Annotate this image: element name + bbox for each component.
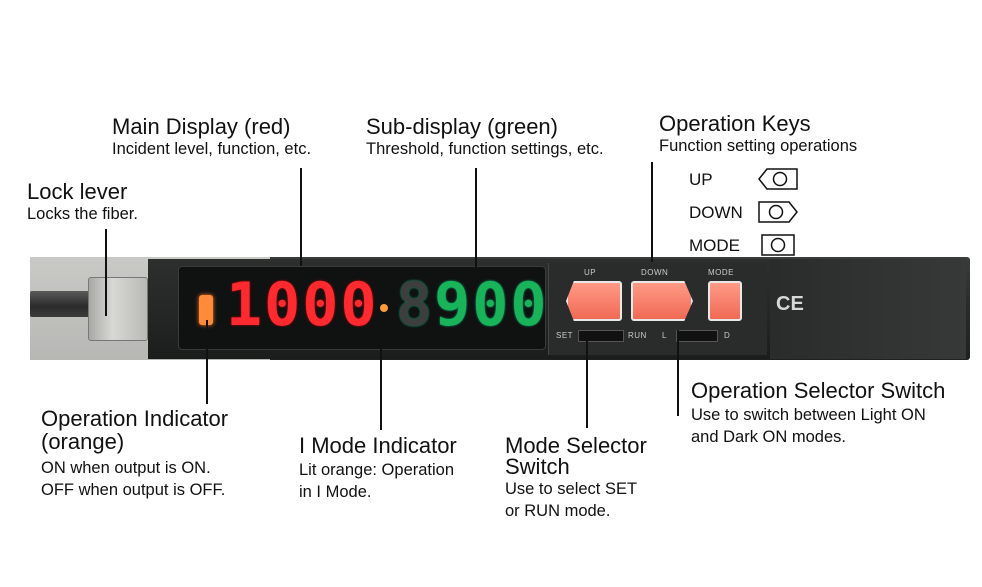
callout-desc-line2: OFF when output is OFF. [41, 481, 226, 499]
panel-label-mode: MODE [708, 268, 734, 277]
leader-operation-indicator [206, 320, 208, 404]
callout-desc-line2: or RUN mode. [505, 502, 611, 520]
up-key-icon [758, 168, 798, 190]
panel-label-up: UP [584, 268, 597, 277]
sub-display-ghost-digit: 8 [396, 270, 435, 340]
callout-operation-keys: Operation Keys Function setting operatio… [659, 112, 857, 157]
panel-label-d: D [724, 331, 731, 340]
callout-desc-line1: Use to switch between Light ON [691, 406, 926, 424]
callout-desc-line2: in I Mode. [299, 483, 372, 501]
callout-title: I Mode Indicator [299, 433, 457, 458]
panel-label-down: DOWN [641, 268, 669, 277]
callout-operation-indicator: Operation Indicator (orange) ON when out… [41, 407, 228, 501]
callout-sub-display: Sub-display (green) Threshold, function … [366, 115, 604, 160]
leader-sub-display [475, 168, 477, 273]
mode-key-button[interactable] [708, 281, 742, 321]
callout-desc-line1: Lit orange: Operation [299, 461, 455, 479]
callout-i-mode-indicator: I Mode Indicator Lit orange: Operation i… [299, 434, 457, 503]
key-legend-down: DOWN [689, 203, 743, 222]
callout-desc-line1: ON when output is ON. [41, 459, 211, 477]
fiber-cable [30, 291, 92, 317]
callout-desc-line2: and Dark ON modes. [691, 428, 846, 446]
main-display: 1000 [226, 270, 379, 340]
panel-label-set: SET [556, 331, 574, 340]
leader-lock-lever [105, 229, 107, 316]
callout-title-line2: Switch [505, 454, 570, 479]
callout-desc: Function setting operations [659, 137, 858, 155]
callout-title-line1: Operation Indicator [41, 406, 229, 431]
callout-title: Lock lever [27, 179, 128, 204]
callout-mode-selector: Mode Selector Switch Use to select SET o… [505, 434, 647, 522]
callout-title: Operation Keys [659, 111, 811, 136]
leader-i-mode-indicator [380, 312, 382, 430]
panel-label-run: RUN [628, 331, 647, 340]
callout-desc-line1: Use to select SET [505, 480, 638, 498]
sub-display-value: 900 [434, 270, 549, 340]
callout-desc: Threshold, function settings, etc. [366, 140, 604, 158]
callout-title-line2: (orange) [41, 429, 125, 454]
key-legend-up: UP [689, 170, 713, 189]
mode-selector-switch[interactable] [578, 330, 624, 342]
callout-desc: Locks the fiber. [27, 205, 138, 223]
callout-title: Sub-display (green) [366, 114, 558, 139]
down-key-button[interactable] [631, 281, 693, 321]
callout-lock-lever: Lock lever Locks the fiber. [27, 180, 138, 225]
display-window [178, 266, 546, 350]
up-key-button[interactable] [566, 281, 622, 321]
callout-operation-selector: Operation Selector Switch Use to switch … [691, 379, 945, 448]
device-end-cap [770, 259, 966, 359]
ce-mark: CE [776, 293, 804, 315]
sub-display: 8900 [396, 270, 549, 340]
leader-operation-selector [677, 330, 679, 416]
callout-desc: Incident level, function, etc. [112, 140, 312, 158]
i-mode-indicator-led [380, 304, 388, 312]
main-display-value: 1000 [226, 270, 379, 340]
mode-key-icon [761, 234, 795, 256]
key-legend-mode: MODE [689, 236, 740, 255]
leader-main-display [300, 168, 302, 266]
leader-operation-keys [651, 162, 653, 262]
operation-indicator-led [199, 295, 213, 325]
callout-title: Operation Selector Switch [691, 378, 946, 403]
panel-label-l: L [662, 331, 667, 340]
operation-selector-switch[interactable] [676, 330, 718, 342]
down-key-icon [758, 201, 798, 223]
callout-main-display: Main Display (red) Incident level, funct… [112, 115, 311, 160]
leader-mode-selector [586, 332, 588, 428]
callout-title: Main Display (red) [112, 114, 291, 139]
callout-title-line1: Mode Selector [505, 433, 647, 458]
lock-lever [88, 277, 148, 341]
